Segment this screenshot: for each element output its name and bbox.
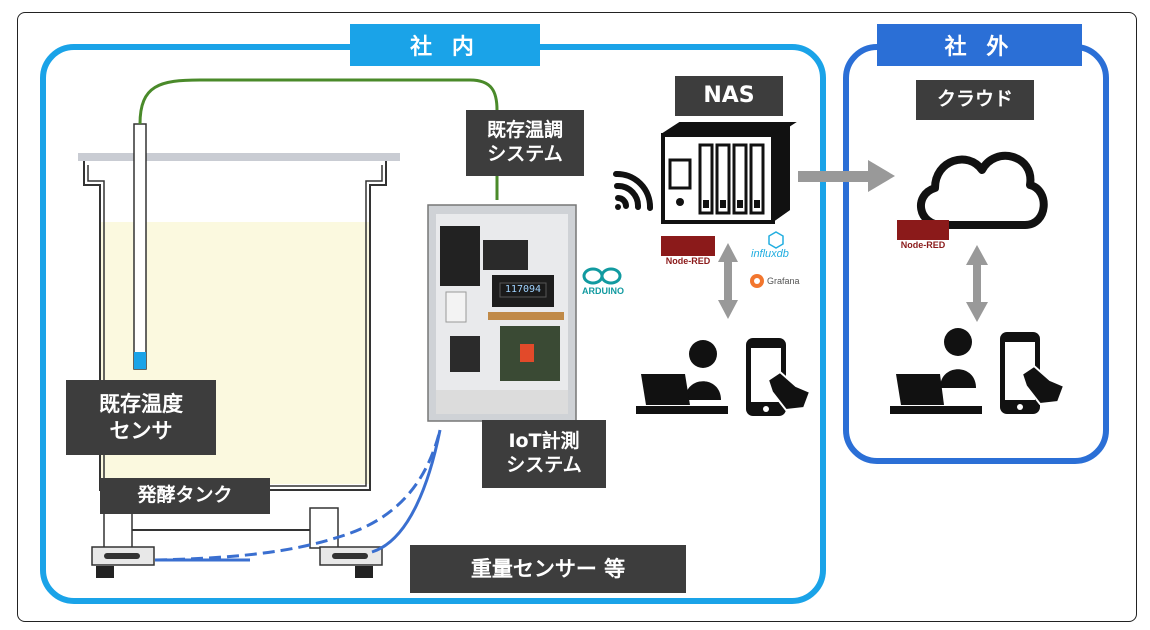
iot-system-label: IoT計測 システム — [482, 420, 606, 488]
existing-temp-control-line1: 既存温調 — [486, 119, 563, 142]
iot-display-value: 117094 — [504, 284, 542, 295]
wifi-icon — [613, 170, 654, 211]
node-red-logo-nas: Node-RED — [661, 236, 715, 266]
load-cell-left-graphic — [91, 546, 155, 578]
internal-zone-title: 社 内 — [350, 24, 540, 66]
nas-icon — [661, 122, 797, 224]
influxdb-logo-icon — [768, 231, 784, 249]
sensor-wire — [138, 78, 499, 125]
grafana-logo-icon — [750, 274, 764, 288]
influxdb-logo-text: influxdb — [751, 248, 789, 260]
nas-to-cloud-arrow — [798, 160, 895, 192]
existing-temp-control-label: 既存温調 システム — [466, 110, 584, 176]
node-red-logo-cloud: Node-RED — [897, 220, 949, 250]
smartphone-touch-icon-external — [1000, 332, 1066, 414]
smartphone-touch-icon-internal — [746, 338, 812, 416]
cloud-icon — [916, 151, 1048, 229]
weight-sensor-label: 重量センサー 等 — [410, 545, 686, 593]
node-red-logo-nas-text: Node-RED — [661, 256, 715, 266]
pc-user-icon-internal — [636, 340, 728, 414]
node-red-logo-cloud-text: Node-RED — [897, 240, 949, 250]
grafana-logo-text: Grafana — [767, 276, 800, 286]
iot-enclosure-graphic — [427, 204, 577, 422]
arduino-logo-icon — [582, 267, 622, 285]
scale-wire-right — [371, 429, 442, 554]
existing-temp-sensor-line1: 既存温度 — [99, 392, 183, 417]
scale-wire-left — [154, 429, 442, 562]
cloud-to-user-arrow — [966, 245, 988, 322]
external-zone-title: 社 外 — [877, 24, 1082, 66]
diagram-frame — [17, 12, 1137, 622]
existing-temp-sensor-line2: センサ — [109, 418, 173, 443]
temperature-probe-graphic — [133, 123, 147, 370]
iot-system-line2: システム — [506, 454, 582, 476]
fermentation-tank-label: 発酵タンク — [100, 478, 270, 514]
nas-to-user-arrow — [718, 243, 738, 319]
iot-system-line1: IoT計測 — [508, 430, 580, 453]
cloud-label: クラウド — [916, 80, 1034, 120]
arduino-logo-text: ARDUINO — [582, 286, 624, 296]
pc-user-icon-external — [890, 328, 982, 414]
existing-temp-sensor-label: 既存温度 センサ — [66, 380, 216, 455]
load-cell-right-graphic — [319, 546, 383, 578]
nas-label: NAS — [675, 76, 783, 116]
existing-temp-control-line2: システム — [487, 143, 563, 165]
